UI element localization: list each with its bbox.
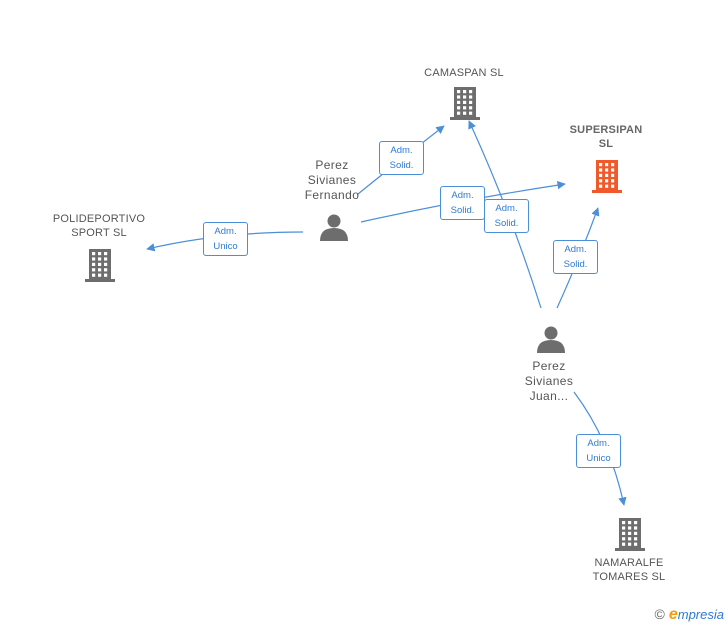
building-icon-camaspan[interactable] — [450, 87, 480, 120]
node-label-line: Sivianes — [524, 374, 574, 388]
edge-label-line: Adm. — [564, 244, 587, 255]
node-label-line: TOMARES SL — [592, 571, 666, 583]
node-label-line: Sivianes — [307, 173, 357, 187]
node-label-line: Fernando — [304, 188, 360, 202]
node-label-camaspan[interactable]: CAMASPAN SL — [404, 66, 524, 80]
edge-label-line: Solid. — [494, 218, 519, 229]
edge-label-line: Adm. — [214, 226, 237, 237]
edge-label-juan-camaspan: Adm. Solid. — [484, 199, 529, 233]
edge-label-line: Solid. — [450, 205, 475, 216]
edge-label-juan-namaralfe: Adm. Unico — [576, 434, 621, 468]
node-label-namaralfe[interactable]: NAMARALFE TOMARES SL — [569, 556, 689, 584]
node-label-line: SPORT SL — [71, 227, 127, 239]
building-icon-namaralfe[interactable] — [615, 518, 645, 551]
edge-label-fernando-polideportivo: Adm. Unico — [203, 222, 248, 256]
edge-label-line: Adm. — [495, 203, 518, 214]
building-icon-supersipan[interactable] — [592, 160, 622, 193]
copyright-icon: © — [654, 606, 665, 622]
edge-label-fernando-camaspan: Adm. Solid. — [379, 141, 424, 175]
node-label-line: Juan... — [529, 389, 569, 403]
node-label-line: NAMARALFE — [594, 557, 664, 569]
edge-label-line: Unico — [213, 241, 238, 252]
person-icon-perez-fernando[interactable] — [320, 214, 348, 242]
node-label-polideportivo[interactable]: POLIDEPORTIVO SPORT SL — [39, 212, 159, 240]
edge-label-line: Adm. — [390, 145, 413, 156]
empresia-brand[interactable]: ©empresia — [655, 606, 724, 624]
node-label-line: POLIDEPORTIVO — [52, 213, 146, 225]
edge-label-line: Adm. — [587, 438, 610, 449]
building-icon-polideportivo[interactable] — [85, 249, 115, 282]
node-label-line: Perez — [315, 158, 349, 172]
empresia-logo-initial: e — [668, 606, 678, 623]
edge-label-line: Solid. — [389, 160, 414, 171]
edge-label-line: Solid. — [563, 259, 588, 270]
person-icon-perez-juan[interactable] — [537, 326, 565, 354]
empresia-logo-text: mpresia — [677, 607, 724, 622]
node-label-line: SL — [598, 138, 614, 150]
edge-label-fernando-supersipan: Adm. Solid. — [440, 186, 485, 220]
edge-label-juan-supersipan: Adm. Solid. — [553, 240, 598, 274]
node-label-line: SUPERSIPAN — [569, 124, 643, 136]
node-label-line: CAMASPAN SL — [424, 67, 504, 79]
node-label-line: Perez — [532, 359, 566, 373]
edge-label-line: Unico — [586, 453, 611, 464]
node-label-supersipan[interactable]: SUPERSIPAN SL — [556, 123, 656, 151]
edge-label-line: Adm. — [451, 190, 474, 201]
